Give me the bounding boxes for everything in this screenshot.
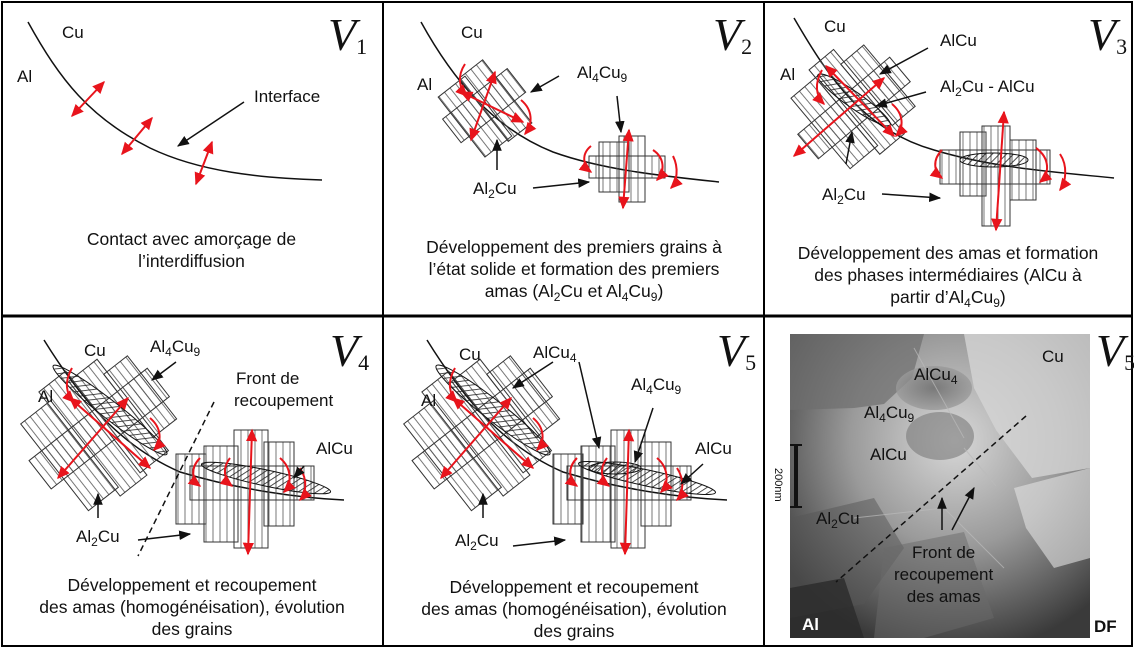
pointer-arrow: [680, 463, 704, 485]
cu-label: Cu: [1042, 347, 1064, 366]
panel-caption: Développement et recoupement des amas (h…: [421, 577, 727, 641]
pointer-arrow: [845, 130, 855, 165]
pointer-arrow: [511, 361, 554, 389]
panel-v3: Cu Al AlCu Al2Cu - AlCu Al2Cu V3 Dévelop…: [764, 0, 1134, 316]
alcu4-label: AlCu4: [914, 365, 958, 387]
panel-caption: Développement des amas et formation des …: [797, 243, 1099, 310]
pointer-arrow: [878, 47, 929, 75]
v4-diagram: [20, 339, 345, 557]
v5-diagram: [403, 339, 728, 556]
al-label: Al: [17, 67, 33, 86]
cu-label: Cu: [84, 341, 106, 360]
al-label: Al: [780, 65, 796, 84]
panel-caption: Contact avec amorçage de l’interdiffusio…: [86, 229, 297, 271]
panel-v5-micrograph: Cu AlCu4 Al4Cu9 AlCu Al2Cu 200nm Front d…: [764, 318, 1134, 648]
panel-caption: Développement des premiers grains à l’ét…: [426, 237, 722, 304]
pointer-arrow: [293, 465, 305, 479]
v2-diagram: [420, 21, 720, 210]
scale-label: 200nm: [772, 468, 784, 502]
pointer-arrow: [512, 536, 567, 547]
pointer-arrow: [633, 407, 654, 464]
panel-caption: Développement et recoupement des amas (h…: [39, 575, 345, 639]
alcu-label: AlCu: [695, 439, 732, 458]
tem-micrograph: [790, 334, 1090, 638]
grain-cluster: [939, 125, 1051, 227]
interface-label: Interface: [254, 87, 321, 106]
panel-v1: Cu Al Interface V1 Contact avec amorçage…: [0, 0, 383, 316]
alcu-label: AlCu: [940, 31, 977, 50]
pointer-arrow: [151, 361, 177, 381]
panel-label-v1: V1: [328, 9, 368, 60]
pointer-arrow: [874, 91, 927, 108]
al4cu9-label: Al4Cu9: [150, 337, 201, 359]
panel-v4: Cu Al Al4Cu9 Front de recoupement AlCu A…: [0, 318, 383, 648]
pointer-arrow: [177, 101, 245, 147]
al-label: Al: [421, 391, 437, 410]
al4cu9-label: Al4Cu9: [864, 403, 915, 425]
panel-label-v3: V3: [1088, 9, 1128, 60]
panel-v2: Cu Al Al4Cu9 Al2Cu V2 Développement des …: [383, 0, 764, 316]
cu-label: Cu: [824, 17, 846, 36]
front-line: [137, 401, 215, 557]
front-label: Front de recoupement des amas: [894, 543, 994, 606]
al2cu-label: Al2Cu: [473, 179, 517, 201]
diffusion-arrow: [71, 80, 105, 118]
panel-label-v5: V5: [717, 325, 757, 376]
front-line: [835, 415, 1027, 583]
diffusion-arrow: [121, 116, 153, 156]
diffusion-arrow: [194, 140, 214, 186]
pointer-arrow: [532, 178, 591, 189]
pointer-arrow: [529, 75, 560, 93]
pointer-arrow: [137, 530, 192, 541]
pointer-arrow: [615, 95, 625, 134]
alcu-label: AlCu: [316, 439, 353, 458]
panel-v5: Cu Al AlCu4 Al4Cu9 AlCu Al2Cu V5 Dévelop…: [383, 318, 764, 648]
pointer-arrow: [951, 486, 975, 531]
cu-label: Cu: [459, 345, 481, 364]
panel-label-v5-micrograph: V5: [1096, 325, 1134, 376]
pointer-arrow: [881, 192, 942, 203]
al2cu-label: Al2Cu: [76, 527, 120, 549]
cu-label: Cu: [62, 23, 84, 42]
al2cu-label: Al2Cu: [816, 509, 860, 531]
v1-diagram: [27, 21, 323, 186]
alcu4-label: AlCu4: [533, 343, 577, 365]
al-label: Al: [38, 387, 54, 406]
panel-label-v2: V2: [713, 9, 753, 60]
al-label: Al: [417, 75, 433, 94]
cu-label: Cu: [461, 23, 483, 42]
al-label: Al: [802, 615, 819, 634]
pointer-arrow: [578, 361, 602, 450]
al4cu9-label: Al4Cu9: [577, 63, 628, 85]
front-label: Front de recoupement: [234, 369, 334, 410]
alcu-label: AlCu: [870, 445, 907, 464]
df-label: DF: [1094, 617, 1117, 636]
panel-label-v4: V4: [330, 325, 370, 376]
al4cu9-label: Al4Cu9: [631, 375, 682, 397]
al2cu-alcu-label: Al2Cu - AlCu: [940, 77, 1035, 99]
grain-cluster: [437, 59, 533, 158]
v3-diagram: [790, 17, 1115, 232]
al2cu-label: Al2Cu: [455, 531, 499, 553]
al2cu-label: Al2Cu: [822, 185, 866, 207]
scale-bar: [794, 444, 798, 508]
